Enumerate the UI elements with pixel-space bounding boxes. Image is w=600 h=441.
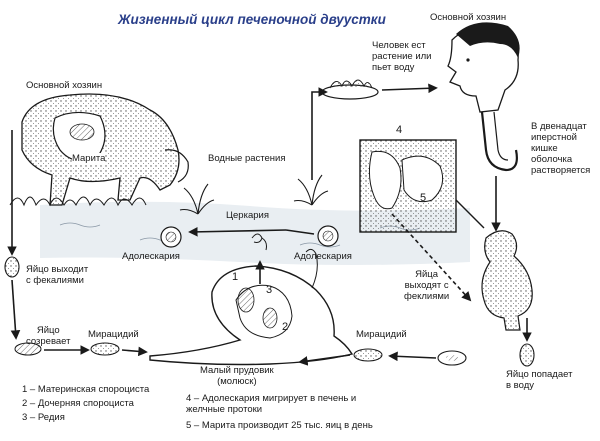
label-adolescaria-right: Адолескария: [294, 251, 352, 262]
squatting-person-illustration: [481, 230, 533, 331]
label-person-eats: Человек ест растение или пьет воду: [372, 40, 432, 73]
label-miracidium-right: Мирацидий: [356, 329, 407, 340]
inset-number-4: 4: [396, 124, 403, 136]
liver-inset: [359, 139, 485, 233]
snail-number-1: 1: [232, 271, 239, 283]
larva-forms: [4, 225, 535, 367]
flow-arrows: [7, 83, 532, 366]
label-egg-matures: Яйцо созревает: [26, 325, 71, 347]
label-main-host-right: Основной хозяин: [430, 12, 507, 23]
legend-right-4: 4 – Адолескария мигрирует в печень и жел…: [186, 393, 357, 415]
snail-number-3: 3: [266, 284, 273, 296]
label-miracidium-left: Мирацидий: [88, 329, 139, 340]
inset-number-5: 5: [420, 192, 427, 204]
snail-illustration: [149, 248, 354, 366]
label-egg-enters-water: Яйцо попадает в воду: [506, 369, 573, 391]
water-plants-illustration: [179, 174, 329, 215]
label-marita: Марита: [72, 153, 106, 164]
legend-left-3: 3 – Редия: [22, 412, 65, 423]
label-adolescaria-left: Адолескария: [122, 251, 180, 262]
sheep-illustration: [9, 93, 189, 207]
label-snail: Малый прудовик (молюск): [200, 365, 274, 387]
snail-number-2: 2: [282, 321, 289, 333]
label-cercaria: Церкария: [226, 210, 269, 221]
plate-illustration: [321, 79, 379, 100]
label-water-plants: Водные растения: [208, 153, 286, 164]
legend-left-2: 2 – Дочерняя спороциста: [22, 398, 134, 409]
label-duodenum: В двенадцат иперстной кишке оболочка рас…: [531, 121, 591, 176]
diagram-title: Жизненный цикл печеночной двуустки: [118, 12, 386, 27]
legend-left-1: 1 – Материнская спороциста: [22, 384, 150, 395]
legend-right-5: 5 – Марита производит 25 тыс. яиц в день: [186, 420, 373, 431]
label-main-host-left: Основной хозяин: [26, 80, 103, 91]
label-egg-exits: Яйцо выходит с фекалиями: [26, 264, 89, 286]
label-eggs-exit-feces: Яйца выходят с феклиями: [404, 269, 450, 302]
human-illustration: [447, 22, 520, 172]
